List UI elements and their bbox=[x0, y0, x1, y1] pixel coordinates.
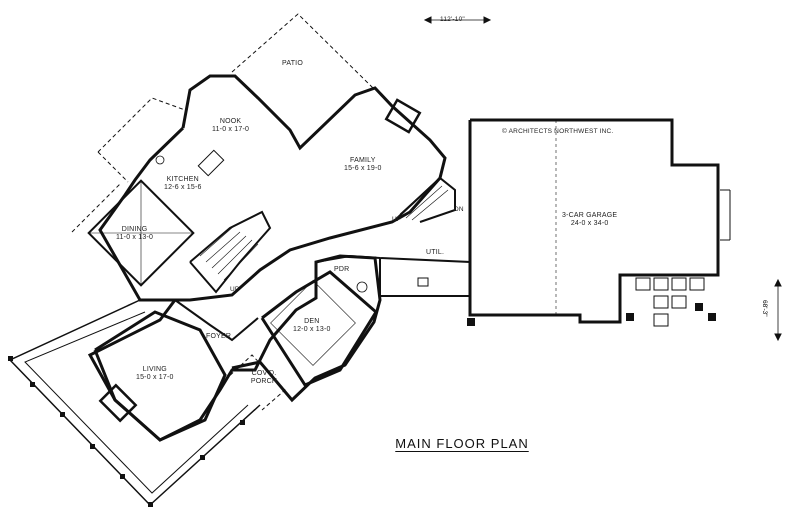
room-label-patio: PATIO bbox=[282, 60, 303, 67]
room-label-foyer: FOYER bbox=[206, 333, 232, 340]
stair-label-dn: DN bbox=[454, 206, 464, 213]
stair-label-up-family: UP bbox=[392, 216, 402, 223]
kitchen-name: KITCHEN bbox=[166, 176, 199, 183]
den-size: 12-0 x 13-0 bbox=[293, 326, 331, 333]
exterior-wall-main bbox=[87, 74, 447, 442]
plan-title: MAIN FLOOR PLAN bbox=[395, 436, 529, 451]
nook-name: NOOK bbox=[219, 118, 242, 125]
patio-outline bbox=[231, 13, 374, 89]
room-label-den: DEN 12-0 x 13-0 bbox=[293, 318, 331, 334]
room-label-kitchen: KITCHEN 12-6 x 15-6 bbox=[164, 176, 202, 192]
room-label-pdr: PDR bbox=[334, 266, 350, 273]
family-size: 15-6 x 19-0 bbox=[344, 165, 382, 172]
dining-size: 11-0 x 13-0 bbox=[116, 234, 154, 241]
living-walls bbox=[93, 310, 227, 442]
living-size: 15-0 x 17-0 bbox=[136, 374, 174, 381]
dining-name: DINING bbox=[121, 226, 148, 233]
stair-label-up-center: UP bbox=[230, 286, 240, 293]
util-pdr-walls bbox=[315, 254, 471, 297]
room-label-nook: NOOK 11-0 x 17-0 bbox=[212, 118, 249, 134]
room-label-dining: DINING 11-0 x 13-0 bbox=[116, 226, 153, 242]
overall-depth-dimension: 68'-3" bbox=[761, 300, 768, 317]
room-label-garage: 3-CAR GARAGE 24-0 x 34-0 bbox=[562, 212, 617, 228]
kitchen-bumpout bbox=[97, 97, 186, 153]
architect-credit: © ARCHITECTS NORTHWEST INC. bbox=[502, 128, 614, 135]
center-stair bbox=[189, 210, 272, 294]
room-label-util: UTIL. bbox=[426, 249, 445, 256]
living-name: LIVING bbox=[142, 366, 167, 373]
den-name: DEN bbox=[304, 318, 320, 325]
den-walls bbox=[260, 270, 378, 387]
front-porch-outline bbox=[8, 299, 261, 507]
covd-porch-outline bbox=[224, 354, 286, 411]
garage-size: 24-0 x 34-0 bbox=[570, 220, 609, 227]
nook-size: 11-0 x 17-0 bbox=[212, 126, 250, 133]
garage-name: 3-CAR GARAGE bbox=[562, 212, 618, 219]
room-label-covd-porch: COV'D. PORCH bbox=[250, 370, 278, 385]
family-name: FAMILY bbox=[350, 157, 376, 164]
kitchen-size: 12-6 x 15-6 bbox=[164, 184, 202, 191]
garage-walls bbox=[468, 118, 720, 324]
overall-width-dimension: 112'-10" bbox=[440, 16, 465, 23]
room-label-family: FAMILY 15-6 x 19-0 bbox=[344, 157, 382, 173]
exterior-wall-dining bbox=[98, 126, 185, 302]
room-label-living: LIVING 15-0 x 17-0 bbox=[136, 366, 174, 382]
